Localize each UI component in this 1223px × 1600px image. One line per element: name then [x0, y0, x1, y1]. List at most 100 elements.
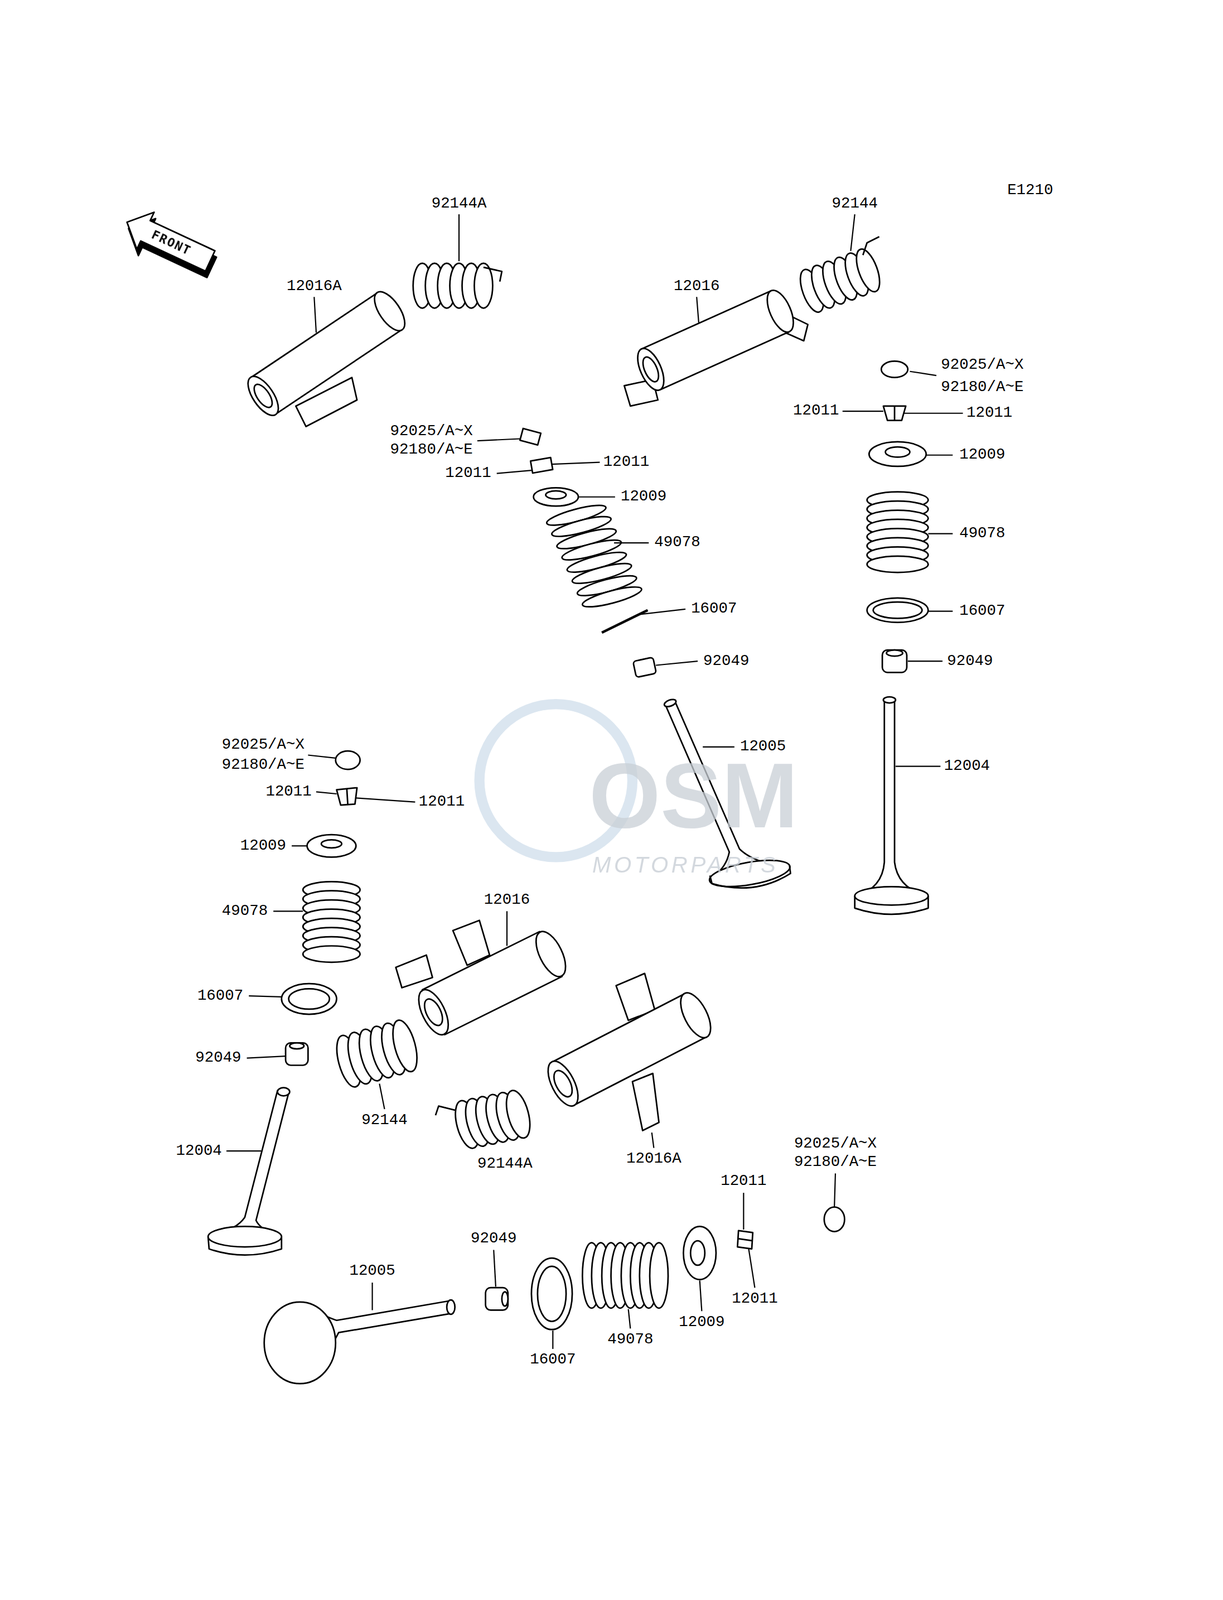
leader-line: [614, 542, 649, 544]
rocker-arm: [542, 1056, 585, 1110]
leader-line: [655, 660, 698, 665]
spring-retainer: [885, 446, 911, 457]
callout-number: 12011: [718, 1172, 770, 1190]
valve-keeper: [336, 787, 358, 805]
leader-line: [909, 371, 937, 376]
stem-seal: [886, 649, 903, 656]
spring-seat: [281, 983, 337, 1014]
leader-line: [927, 532, 953, 534]
callout-number: 12011: [790, 402, 841, 420]
valve-keeper: [737, 1230, 753, 1249]
rocker-arm: [395, 920, 572, 1039]
callout-number: 92049: [193, 1049, 244, 1067]
callout-number: 92025/A~X: [791, 1134, 879, 1153]
spring-seat: [531, 1257, 573, 1329]
rocker-arm: [421, 996, 447, 1028]
valve-part: [277, 1087, 290, 1096]
leader-line: [291, 844, 307, 847]
spring-symbol: [545, 501, 644, 611]
spring-retainer: [307, 834, 357, 857]
valve-part: [208, 1225, 282, 1247]
leader-line: [842, 410, 884, 412]
spring-symbol: [474, 263, 493, 308]
rocker-arm: [250, 381, 276, 411]
valve-shim: [824, 1206, 845, 1232]
rocker-arm: [242, 286, 411, 427]
spring-symbol: [582, 1242, 669, 1308]
callout-number: 12011: [443, 464, 494, 482]
spring-symbol: [581, 582, 644, 611]
callout-number: 92180/A~E: [791, 1153, 879, 1171]
callout-number: 12011: [730, 1289, 781, 1308]
leader-line: [907, 660, 943, 662]
valve-part: [264, 1301, 336, 1384]
valve-part: [663, 697, 677, 708]
callout-number: 12016A: [624, 1149, 684, 1168]
leader-line: [247, 1055, 287, 1058]
leader-line: [552, 1330, 554, 1349]
valve-part: [446, 1299, 456, 1314]
spring-symbol: [435, 1087, 535, 1151]
front-arrow: [118, 203, 219, 280]
leader-line: [904, 412, 964, 414]
callout-number: 16007: [957, 602, 1008, 620]
leader-line: [226, 214, 964, 1349]
callout-number: 92049: [468, 1229, 519, 1247]
valve-part: [210, 1090, 289, 1237]
rocker-arm: [632, 1072, 660, 1130]
drawing-code: E1210: [1004, 181, 1056, 200]
leader-line: [578, 496, 616, 498]
valve-keeper: [346, 788, 348, 805]
spring-symbol: [388, 1017, 422, 1074]
callout-number: 12016: [481, 891, 533, 909]
valve-shim: [519, 428, 541, 446]
parts-illustration: [115, 203, 928, 1384]
leader-line: [748, 1248, 756, 1288]
valve-shim: [881, 360, 908, 377]
valve-keeper: [883, 405, 906, 421]
leader-line: [742, 1192, 744, 1230]
leader-line: [850, 214, 855, 251]
leader-line: [702, 746, 735, 748]
spring-seat: [867, 597, 929, 623]
leader-line: [895, 765, 941, 767]
callout-number: 92144: [829, 195, 881, 213]
callout-number: 12005: [347, 1262, 398, 1280]
rocker-arm: [542, 973, 717, 1131]
callout-number: 92180/A~E: [219, 756, 307, 774]
rocker-arm: [412, 984, 455, 1039]
rocker-arm: [639, 354, 662, 384]
stem-seal: [285, 1042, 308, 1065]
callout-number: 16007: [688, 600, 739, 618]
callout-number: 49078: [957, 524, 1008, 543]
spring-retainer: [683, 1225, 717, 1279]
leader-line: [640, 608, 686, 615]
valve-part: [208, 1087, 290, 1255]
spring-retainer: [683, 1225, 717, 1279]
spring-retainer: [533, 487, 579, 506]
callout-number: 92144A: [429, 195, 489, 213]
callout-number: 12011: [964, 404, 1015, 422]
spring-seat: [281, 983, 337, 1014]
callout-number: 92025/A~X: [219, 736, 307, 754]
callout-number: 12009: [957, 446, 1008, 464]
spring-seat: [601, 610, 648, 633]
spring-seat: [288, 988, 330, 1009]
spring-retainer: [321, 839, 342, 848]
rocker-arm: [624, 286, 808, 406]
leader-line: [496, 470, 532, 473]
spring-seat: [537, 1265, 567, 1322]
valve-part: [854, 696, 929, 915]
valve-keeper: [738, 1238, 753, 1241]
valve-keeper: [530, 457, 553, 473]
spring-seat: [867, 597, 929, 623]
leader-line: [477, 438, 521, 441]
leader-line: [307, 754, 336, 758]
rocker-arm: [368, 286, 411, 336]
spring-symbol: [413, 263, 502, 308]
valve-keeper: [336, 787, 358, 805]
leader-line: [926, 454, 954, 456]
callout-number: 49078: [219, 902, 270, 920]
callout-number: 92180/A~E: [388, 441, 475, 459]
spring-symbol: [867, 491, 929, 573]
